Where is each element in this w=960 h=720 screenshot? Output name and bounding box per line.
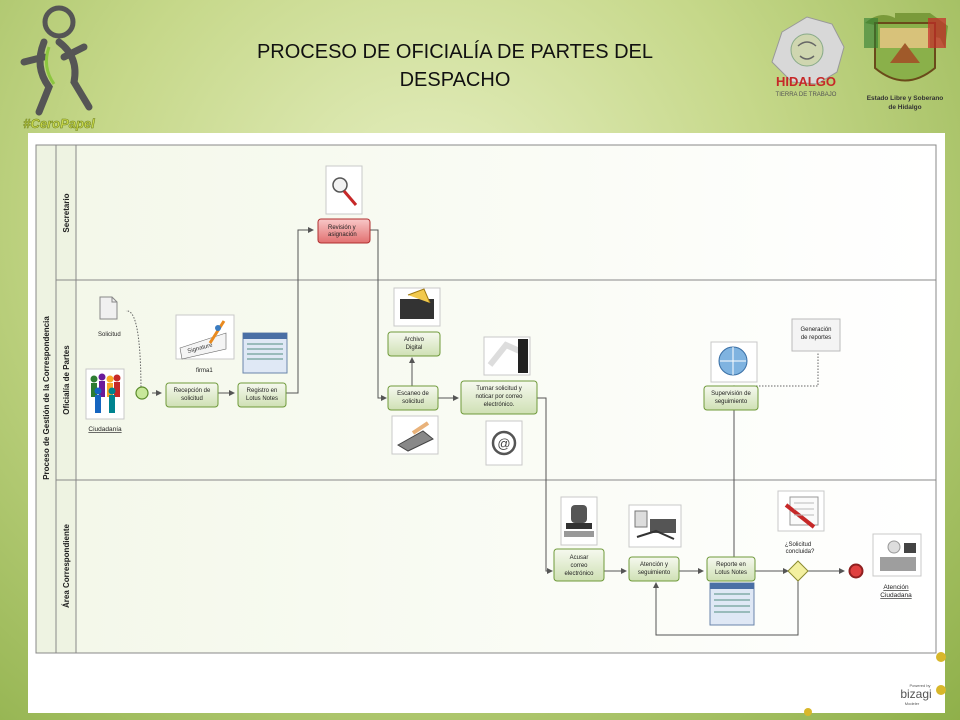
svg-text:@: @ (497, 436, 510, 451)
hidalgo-logo: HIDALGO TIERRA DE TRABAJO (771, 16, 845, 98)
email-icon: @ (485, 420, 523, 466)
globe-icon (710, 341, 758, 383)
svg-text:asignación: asignación (328, 232, 357, 238)
start-event (135, 386, 149, 400)
svg-text:noticar por correo: noticar por correo (475, 394, 523, 400)
title-line-1: PROCESO DE OFICIALÍA DE PARTES DEL (256, 41, 654, 63)
svg-text:Supervisión de: Supervisión de (711, 391, 751, 397)
svg-text:seguimiento: seguimiento (638, 570, 671, 576)
decor-dot-2 (936, 685, 946, 695)
coat-of-arms-logo: Estado Libre y Soberano de Hidalgo (864, 13, 948, 111)
svg-text:Generación: Generación (800, 327, 831, 333)
modeler-label: Modeler (905, 701, 920, 706)
handshake-icon (483, 336, 531, 376)
svg-text:Escaneo de: Escaneo de (397, 391, 429, 397)
task-reporte-lotus[interactable]: Reporte en Lotus Notes (706, 556, 756, 582)
lane-secretario (75, 144, 937, 281)
task-revision-asignacion[interactable]: Revisión y asignación (317, 218, 371, 244)
checklist-icon (777, 490, 825, 532)
svg-text:correo: correo (570, 563, 588, 569)
gateway-label-2: concluida? (786, 549, 815, 555)
svg-text:Recepción de: Recepción de (174, 388, 211, 394)
svg-text:Revisión y: Revisión y (328, 225, 356, 231)
lane-label-area: Área Correspondiente (62, 523, 71, 608)
hidalgo-subtext: TIERRA DE TRABAJO (776, 92, 837, 98)
magnifier-icon (325, 165, 363, 215)
slide-title: PROCESO DE OFICIALÍA DE PARTES DEL DESPA… (200, 38, 710, 94)
svg-text:solicitud: solicitud (181, 396, 203, 402)
title-line-2: DESPACHO (399, 69, 511, 91)
process-diagram: Proceso de Gestión de la Correspondencia… (35, 144, 937, 706)
document-icon (99, 296, 118, 320)
pool-label: Proceso de Gestión de la Correspondencia (42, 316, 51, 480)
svg-text:Lotus Notes: Lotus Notes (715, 570, 747, 576)
task-acusar-correo[interactable]: Acusar correo electrónico (553, 548, 605, 582)
end-label-1[interactable]: Atención (883, 584, 909, 591)
task-recepcion[interactable]: Recepción de solicitud (165, 382, 219, 408)
task-turnar-solicitud[interactable]: Turnar solicitud y noticar por correo el… (460, 380, 538, 415)
end-event (848, 563, 864, 579)
svg-text:Turnar solicitud y: Turnar solicitud y (476, 386, 521, 392)
people-icon (85, 368, 125, 420)
ciudadania-label[interactable]: Ciudadanía (88, 426, 122, 433)
lotus-screen-icon (242, 332, 288, 374)
lane-label-oficialia: Oficialía de Partes (62, 345, 71, 415)
decor-dot-1 (936, 652, 946, 662)
svg-text:electrónico.: electrónico. (484, 402, 515, 408)
estado-text-1: Estado Libre y Soberano (867, 95, 944, 102)
task-registro-lotus[interactable]: Registro en Lotus Notes (237, 382, 287, 408)
svg-text:electrónico: electrónico (564, 571, 594, 577)
estado-text-2: de Hidalgo (888, 104, 921, 111)
svg-text:Archivo: Archivo (404, 337, 425, 343)
svg-text:Acusar: Acusar (570, 555, 589, 561)
end-label-2[interactable]: Ciudadana (880, 592, 912, 599)
task-generacion-reportes[interactable]: Generación de reportes (791, 318, 841, 352)
svg-text:Lotus Notes: Lotus Notes (246, 396, 278, 402)
office-tools-icon (628, 504, 682, 548)
svg-text:Reporte en: Reporte en (716, 562, 746, 568)
task-escaneo[interactable]: Escaneo de solicitud (387, 385, 439, 411)
task-supervision[interactable]: Supervisión de seguimiento (703, 385, 759, 411)
hashtag-label: #CeroPapel (23, 116, 95, 131)
svg-text:solicitud: solicitud (402, 399, 424, 405)
svg-text:Registro en: Registro en (247, 388, 278, 394)
cero-papel-logo: #CeroPapel (20, 5, 95, 131)
archive-icon (393, 287, 441, 327)
svg-text:seguimiento: seguimiento (715, 399, 748, 405)
svg-text:de reportes: de reportes (801, 335, 831, 341)
gateway-concluida (787, 560, 809, 582)
task-atencion-seguimiento[interactable]: Atención y seguimiento (628, 556, 680, 582)
powered-by-label: Powered by (909, 683, 930, 688)
lane-label-secretario: Secretario (62, 193, 71, 232)
diagram-panel: Proceso de Gestión de la Correspondencia… (28, 133, 945, 713)
gateway-label-1: ¿Solicitud (785, 542, 811, 548)
signature-icon: Signature (175, 314, 235, 360)
bizagi-logo: bizagi (900, 687, 931, 701)
scanner-icon (391, 415, 439, 455)
help-desk-icon (872, 533, 922, 577)
lotus-screen-icon-2 (709, 582, 755, 626)
stamp-icon (560, 496, 598, 546)
solicitud-label: Solicitud (98, 332, 121, 338)
decor-dot-3 (804, 708, 812, 716)
svg-text:Digital: Digital (406, 345, 423, 351)
firma-label: firma1 (196, 368, 213, 374)
task-archivo-digital[interactable]: Archivo Digital (387, 331, 441, 357)
hidalgo-text: HIDALGO (776, 74, 836, 89)
svg-text:Atención y: Atención y (640, 562, 668, 568)
